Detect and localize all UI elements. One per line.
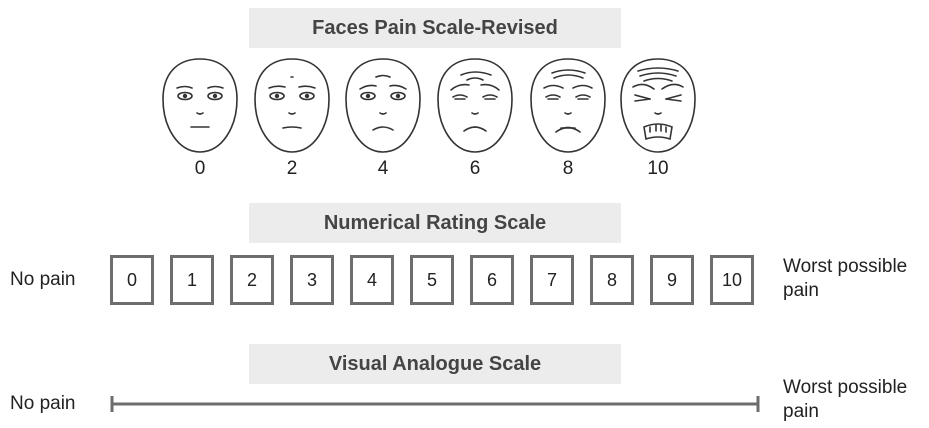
vas-line bbox=[110, 394, 760, 414]
face-score-label: 8 bbox=[528, 158, 608, 180]
nrs-box-6[interactable]: 6 bbox=[470, 255, 514, 305]
vas-title: Visual Analogue Scale bbox=[249, 344, 621, 384]
nrs-box-5[interactable]: 5 bbox=[410, 255, 454, 305]
nrs-right-label-line1: Worst possible bbox=[783, 255, 907, 279]
face-score-label: 6 bbox=[435, 158, 515, 180]
face-8-icon bbox=[528, 55, 608, 155]
nrs-box-4[interactable]: 4 bbox=[350, 255, 394, 305]
face-10-icon bbox=[618, 55, 698, 155]
vas-right-label-line2: pain bbox=[783, 400, 907, 424]
vas-left-label: No pain bbox=[10, 392, 76, 416]
nrs-box-7[interactable]: 7 bbox=[530, 255, 574, 305]
face-score-label: 2 bbox=[252, 158, 332, 180]
fps-title: Faces Pain Scale-Revised bbox=[249, 8, 621, 48]
nrs-right-label: Worst possible pain bbox=[783, 255, 907, 303]
face-4-icon bbox=[343, 55, 423, 155]
vas-right-label: Worst possible pain bbox=[783, 376, 907, 424]
nrs-box-10[interactable]: 10 bbox=[710, 255, 754, 305]
face-score-label: 0 bbox=[160, 158, 240, 180]
face-score-label: 4 bbox=[343, 158, 423, 180]
nrs-box-3[interactable]: 3 bbox=[290, 255, 334, 305]
vas-right-label-line1: Worst possible bbox=[783, 376, 907, 400]
face-2-icon bbox=[252, 55, 332, 155]
face-0-icon bbox=[160, 55, 240, 155]
face-6-icon bbox=[435, 55, 515, 155]
nrs-box-8[interactable]: 8 bbox=[590, 255, 634, 305]
nrs-box-9[interactable]: 9 bbox=[650, 255, 694, 305]
nrs-left-label: No pain bbox=[10, 268, 76, 292]
nrs-box-1[interactable]: 1 bbox=[170, 255, 214, 305]
nrs-title: Numerical Rating Scale bbox=[249, 203, 621, 243]
nrs-box-0[interactable]: 0 bbox=[110, 255, 154, 305]
face-score-label: 10 bbox=[618, 158, 698, 180]
nrs-box-2[interactable]: 2 bbox=[230, 255, 274, 305]
nrs-right-label-line2: pain bbox=[783, 279, 907, 303]
